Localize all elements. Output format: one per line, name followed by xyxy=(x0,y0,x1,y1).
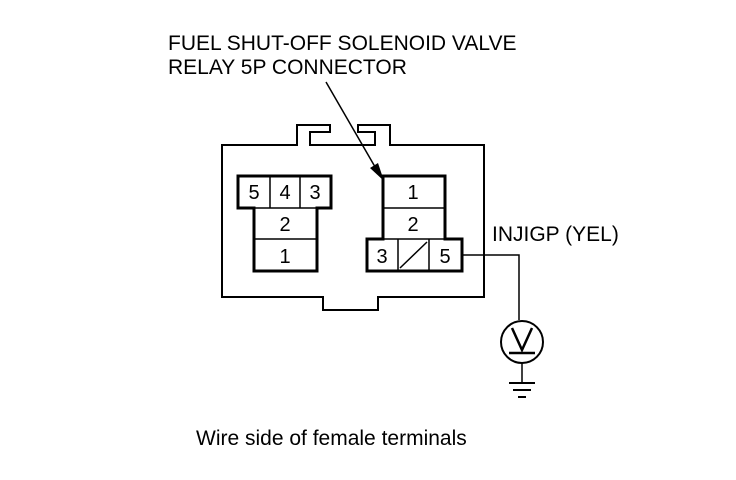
unused-pin-slash xyxy=(399,241,428,269)
left-pin-4: 4 xyxy=(279,182,290,204)
caption: Wire side of female terminals xyxy=(196,427,467,450)
right-pin-block: 1 2 3 5 xyxy=(365,174,464,273)
left-pin-1: 1 xyxy=(279,246,290,268)
wire-label: INJIGP (YEL) xyxy=(492,223,619,246)
left-pin-3: 3 xyxy=(309,182,320,204)
right-pin-2: 2 xyxy=(407,214,418,236)
voltmeter-icon xyxy=(500,320,544,364)
right-pin-1: 1 xyxy=(407,182,418,204)
left-pin-5: 5 xyxy=(248,182,259,204)
connector-housing xyxy=(221,124,485,311)
title-line-1: FUEL SHUT-OFF SOLENOID VALVE xyxy=(168,32,517,55)
leader-arrow xyxy=(325,81,384,181)
ground-icon xyxy=(509,382,535,398)
right-pin-5: 5 xyxy=(439,246,450,268)
right-pin-3: 3 xyxy=(376,246,387,268)
title-line-2: RELAY 5P CONNECTOR xyxy=(168,56,407,79)
probe-wire xyxy=(462,254,520,320)
left-pin-2: 2 xyxy=(279,214,290,236)
left-pin-block: 5 4 3 2 1 xyxy=(236,174,333,273)
